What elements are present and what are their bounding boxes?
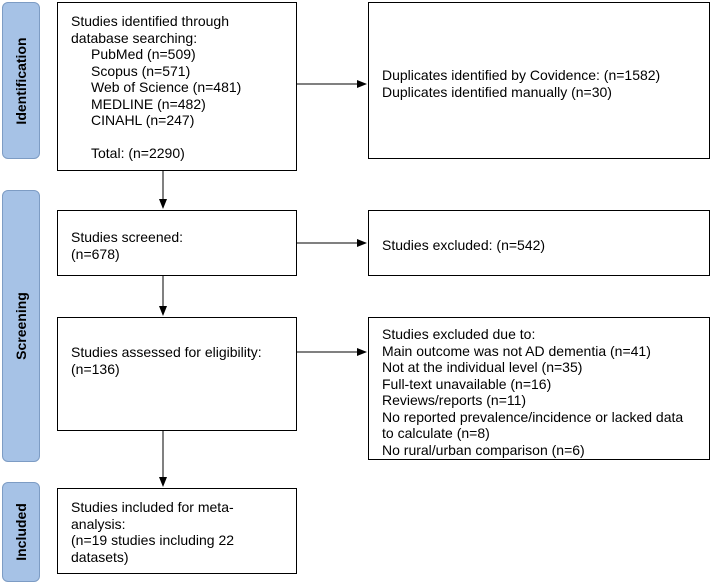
excluded-screening-box: Studies excluded: (n=542) [368, 210, 710, 276]
phase-screening: Screening [2, 190, 40, 462]
screened-label: Studies screened: [71, 229, 184, 245]
included-line: (n=19 studies including 22 [71, 532, 235, 548]
source-scopus: Scopus (n=571) [91, 62, 191, 79]
exclusion-reason: No rural/urban comparison (n=6) [382, 441, 585, 458]
exclusion-reason: Full-text unavailable (n=16) [382, 375, 552, 392]
excluded-eligibility-heading: Studies excluded due to: [382, 326, 536, 342]
eligibility-label: Studies assessed for eligibility: [71, 344, 262, 360]
source-cinahl: CINAHL (n=247) [91, 112, 195, 128]
identified-title-line: database searching: [71, 29, 198, 46]
eligibility-count: (n=136) [71, 360, 120, 377]
screened-count: (n=678) [71, 245, 120, 262]
exclusion-reason: No reported prevalence/incidence or lack… [382, 408, 684, 425]
screened-box: Studies screened: (n=678) [57, 210, 297, 276]
eligibility-box: Studies assessed for eligibility: (n=136… [57, 317, 297, 431]
duplicates-box: Duplicates identified by Covidence: (n=1… [368, 2, 710, 159]
included-box: Studies included for meta- analysis: (n=… [57, 488, 297, 574]
identified-total: Total: (n=2290) [91, 144, 185, 161]
exclusion-reason: Not at the individual level (n=35) [382, 359, 583, 375]
duplicates-covidence: Duplicates identified by Covidence: (n=1… [382, 67, 661, 83]
exclusion-reason: to calculate (n=8) [382, 425, 490, 441]
duplicates-manual: Duplicates identified manually (n=30) [382, 83, 612, 100]
exclusion-reason: Reviews/reports (n=11) [382, 392, 527, 408]
identified-box: Studies identified through database sear… [57, 2, 297, 171]
source-web-of-science: Web of Science (n=481) [91, 79, 242, 95]
source-pubmed: PubMed (n=509) [91, 46, 196, 62]
identified-title-line: Studies identified through [71, 13, 229, 29]
source-medline: MEDLINE (n=482) [91, 95, 206, 112]
included-line: Studies included for meta- [71, 499, 234, 515]
phase-included: Included [2, 482, 40, 582]
excluded-screening-label: Studies excluded: (n=542) [382, 237, 546, 253]
excluded-eligibility-box: Studies excluded due to: Main outcome wa… [368, 317, 710, 460]
phase-identification: Identification [2, 2, 40, 159]
included-line: datasets) [71, 548, 129, 565]
exclusion-reason: Main outcome was not AD dementia (n=41) [382, 342, 651, 359]
included-line: analysis: [71, 515, 126, 532]
